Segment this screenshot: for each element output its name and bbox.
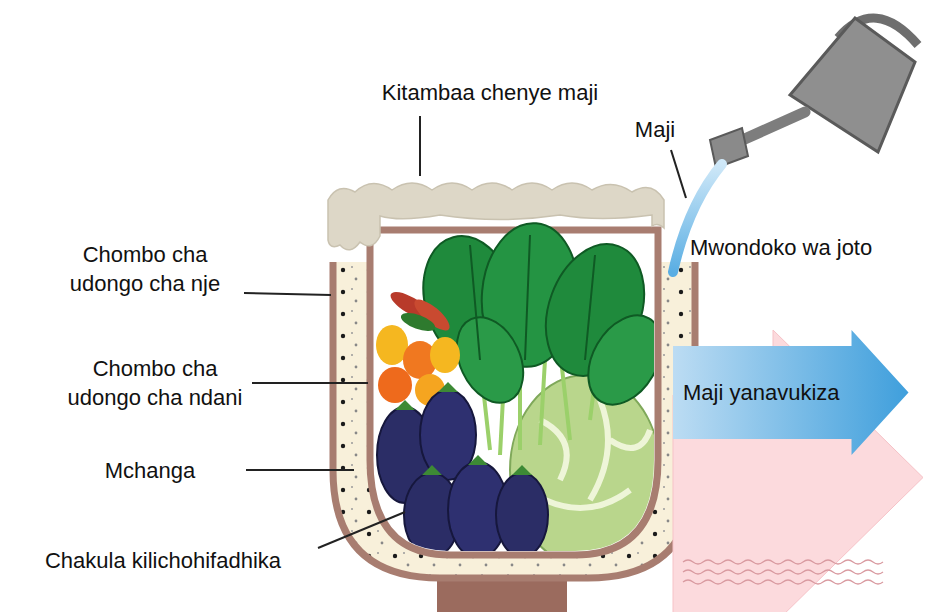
- leader-line: [252, 382, 368, 384]
- leader-line: [671, 150, 686, 198]
- inner-pot-label: Chombo cha udongo cha ndani: [60, 354, 250, 412]
- water-label: Maji: [610, 115, 700, 144]
- watering-can: [710, 18, 918, 168]
- sand-label: Mchanga: [60, 456, 240, 485]
- food-label: Chakula kilichohifadhika: [8, 546, 318, 575]
- leader-line: [318, 512, 405, 548]
- cloth-label: Kitambaa chenye maji: [300, 78, 680, 107]
- stored-food: [376, 219, 677, 565]
- outer-pot-label: Chombo cha udongo cha nje: [50, 240, 240, 298]
- evaporation-label: Maji yanavukiza: [683, 380, 840, 406]
- evaporation-arrow: Maji yanavukiza: [673, 330, 909, 455]
- heat-flow-arrow: Maji yanavukizaMwondoko wa joto: [690, 235, 940, 530]
- wet-cloth: [328, 183, 664, 250]
- leader-line: [246, 469, 354, 471]
- leader-lines: [244, 116, 686, 548]
- leader-line: [419, 116, 421, 176]
- heat-flow-label: Mwondoko wa joto: [690, 235, 872, 261]
- leader-line: [244, 293, 331, 295]
